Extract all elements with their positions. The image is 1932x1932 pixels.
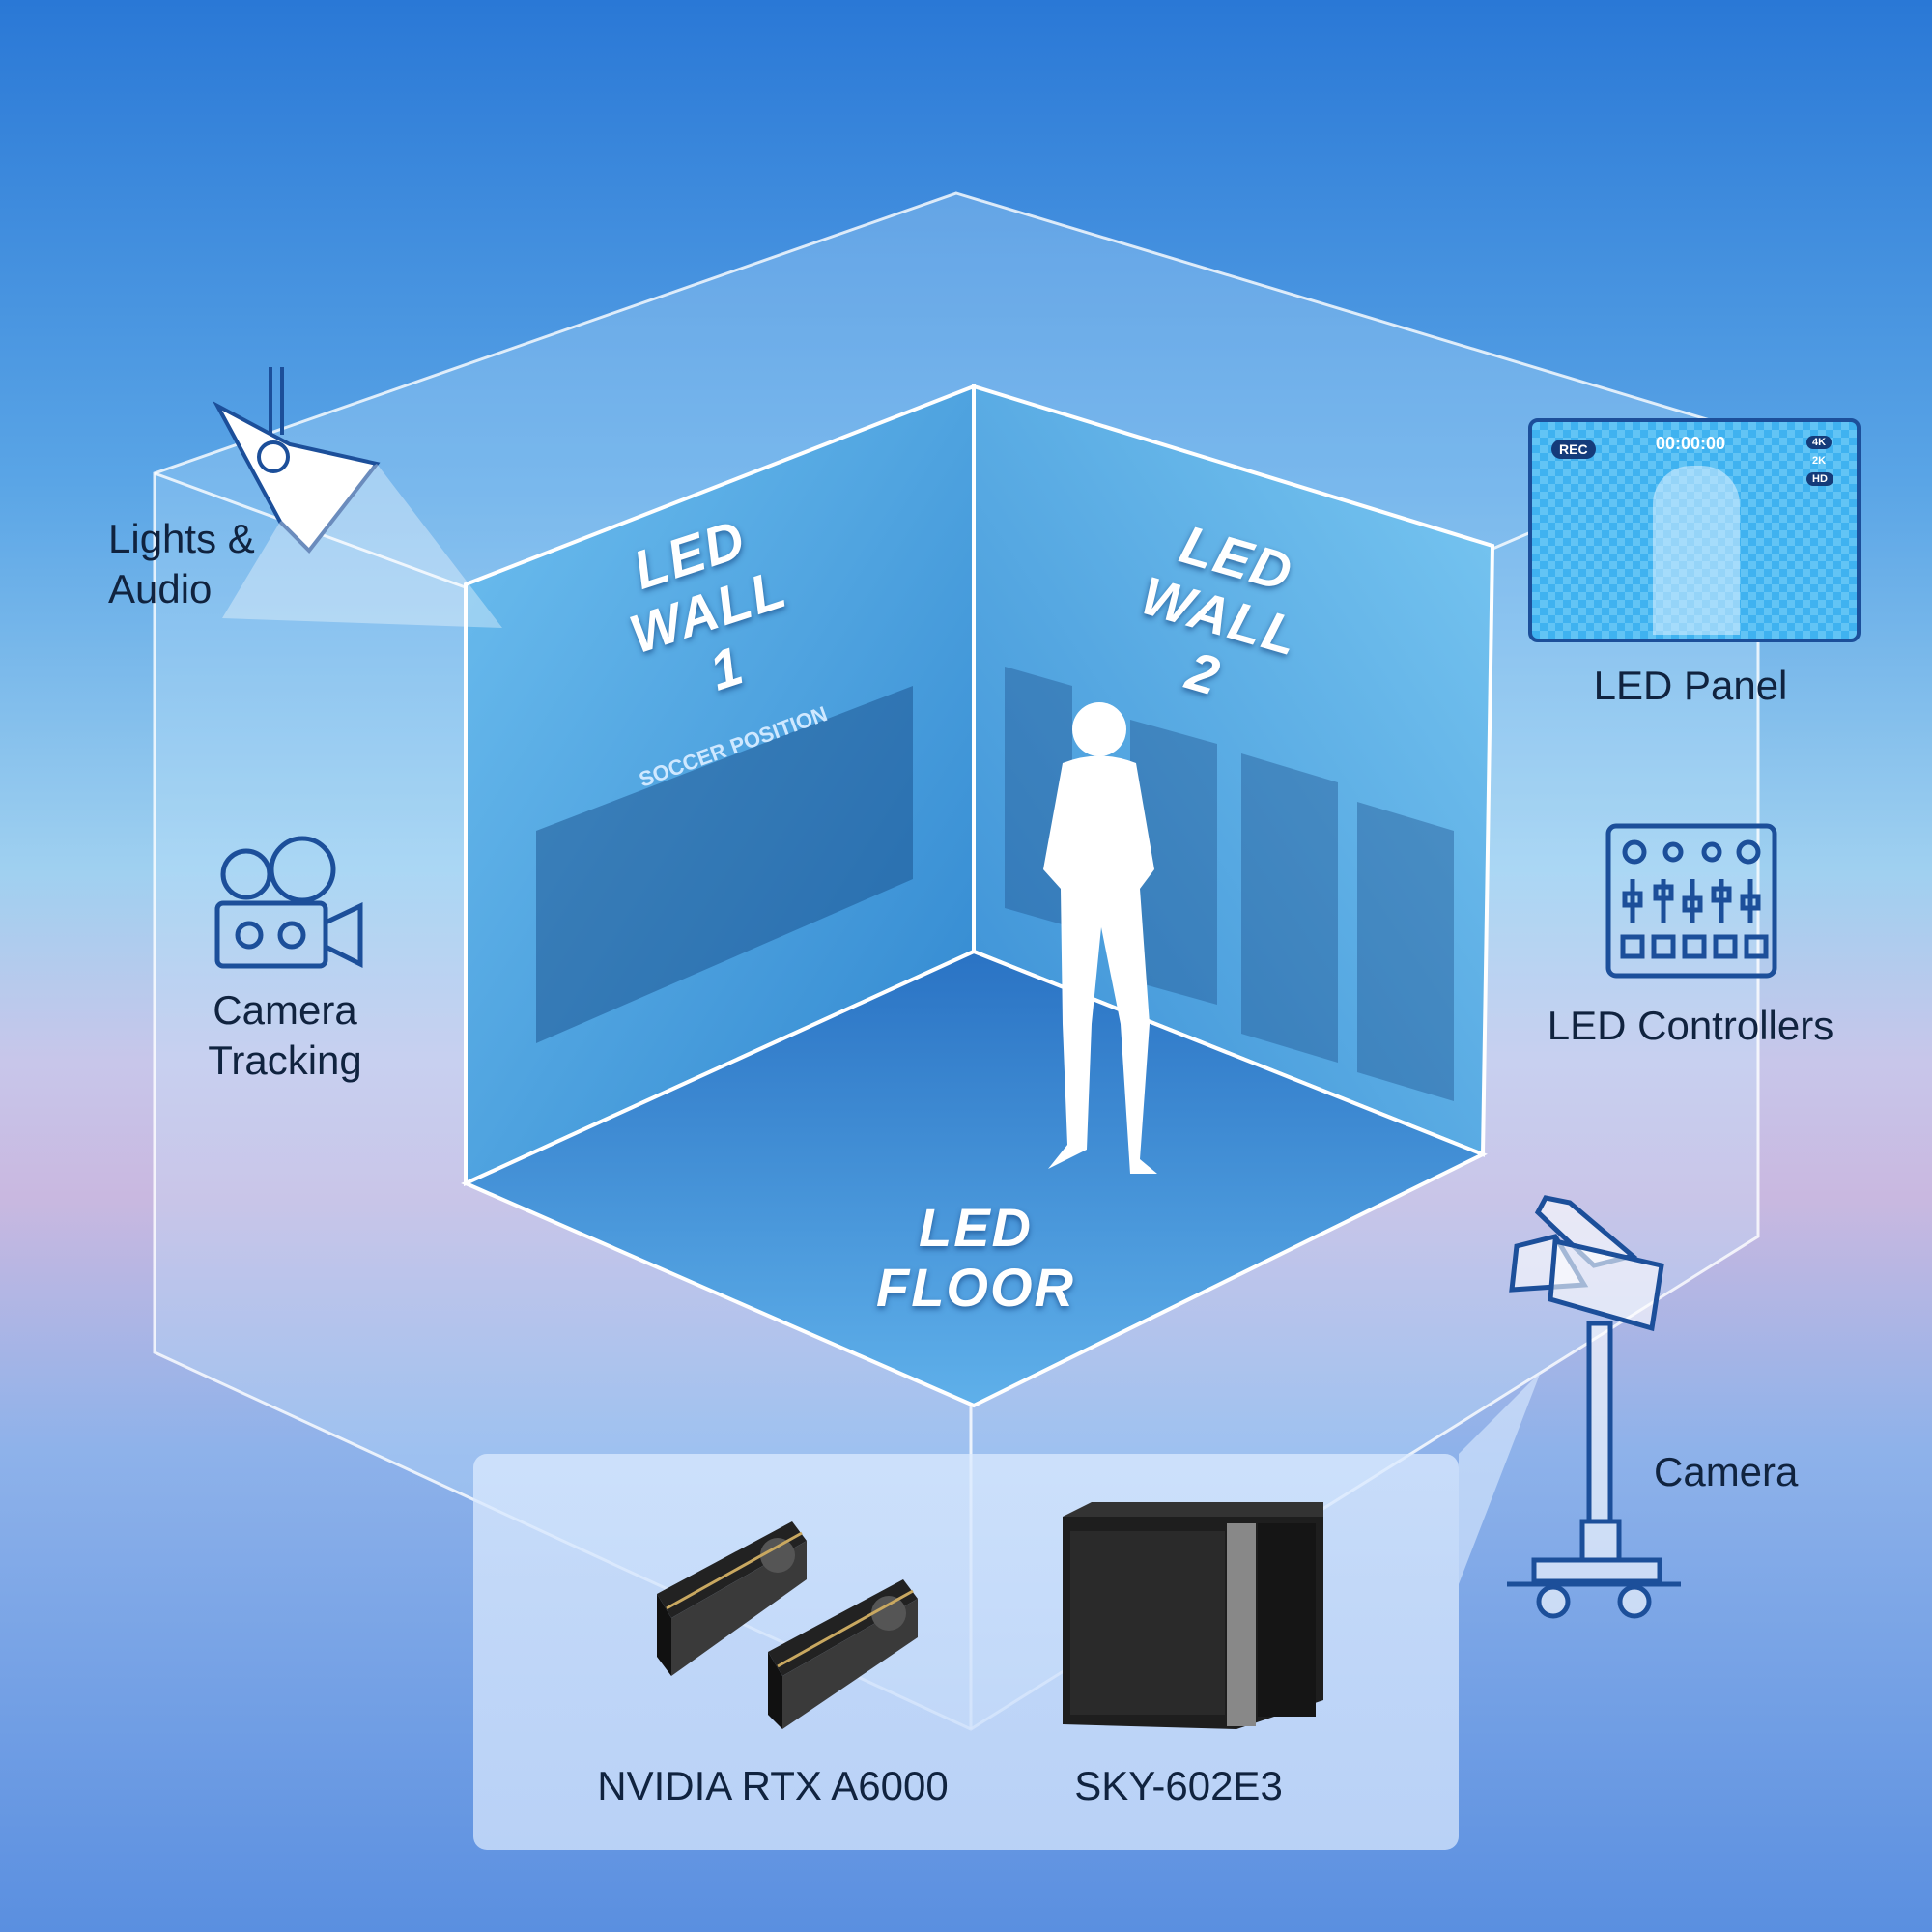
spotlight-icon <box>213 367 502 628</box>
res-2k: 2K <box>1812 455 1827 467</box>
label-line: Audio <box>108 566 213 611</box>
led-panel-label: LED Panel <box>1593 663 1788 708</box>
gpu-card-icon <box>657 1521 918 1729</box>
subject-silhouette <box>1653 466 1740 635</box>
camera-tracking-label: Camera Tracking <box>188 985 382 1086</box>
led-controllers-label: LED Controllers <box>1547 1003 1834 1048</box>
led-controllers-icon <box>1605 823 1777 979</box>
camera-label: Camera <box>1654 1449 1799 1494</box>
label-line: Tracking <box>208 1037 362 1083</box>
hardware-panel: NVIDIA RTX A6000 SKY-602E3 <box>473 1454 1459 1850</box>
floor-line: LED <box>919 1197 1033 1258</box>
lights-audio-label: Lights & Audio <box>108 514 255 614</box>
label-line: Camera <box>213 987 357 1033</box>
rec-badge: REC <box>1551 440 1596 459</box>
label-line: Lights & <box>108 516 255 561</box>
soccer-table-screen <box>536 686 913 1043</box>
person-silhouette <box>1043 702 1157 1174</box>
camera-tracking-icon <box>214 836 363 969</box>
led-panel-preview: REC 00:00:00 4K 2K HD <box>1528 418 1861 642</box>
res-hd: HD <box>1806 472 1833 486</box>
server-chassis-icon <box>1063 1502 1323 1729</box>
floor-line: FLOOR <box>876 1257 1075 1318</box>
server-label: SKY-602E3 <box>1074 1763 1283 1808</box>
hardware-images <box>657 1502 1323 1729</box>
led-floor <box>461 949 1488 1408</box>
res-4k: 4K <box>1806 436 1833 449</box>
timecode: 00:00:00 <box>1656 434 1726 453</box>
gpu-label: NVIDIA RTX A6000 <box>597 1763 949 1808</box>
camera-view-beam <box>1459 1372 1541 1584</box>
led-floor-label: LED FLOOR <box>869 1198 1082 1318</box>
camera-stand-icon <box>1507 1195 1681 1619</box>
